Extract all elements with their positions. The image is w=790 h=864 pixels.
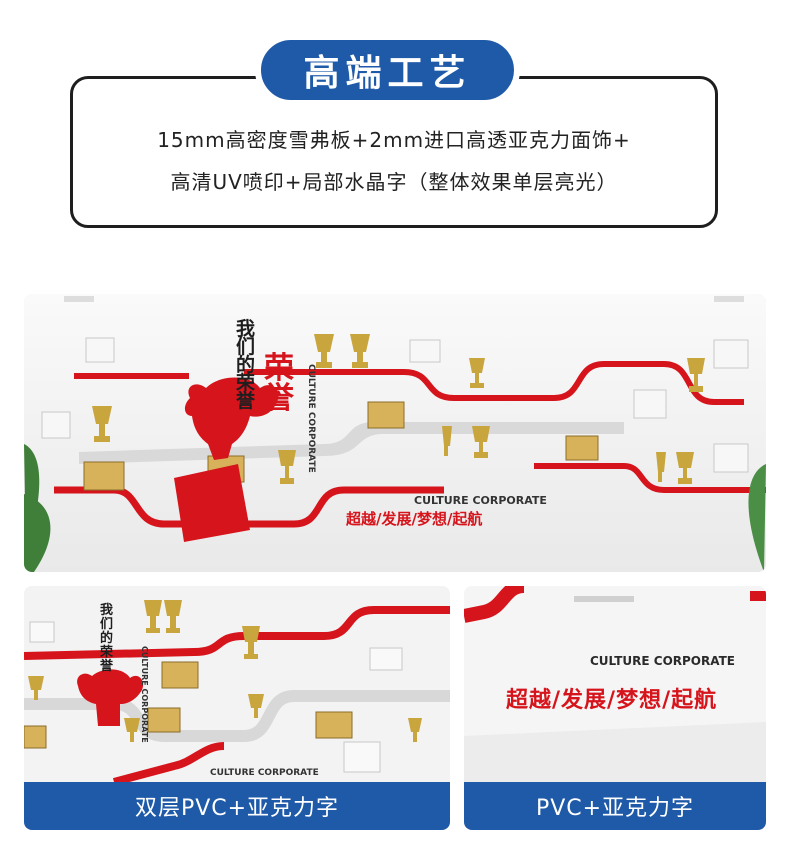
red-wave-shelf: [244, 361, 744, 405]
honor-big-characters: 荣誉: [264, 351, 294, 416]
culture-vertical: CULTURE CORPORATE: [306, 364, 316, 473]
red-trophy-base: [174, 464, 250, 542]
red-wave-shelf: [24, 606, 450, 660]
bottom-left-photo: 我们的荣誉 CULTURE CORPORATE CULTURE CORPORAT…: [24, 586, 450, 830]
bottom-right-photo: CULTURE CORPORATE 超越/发展/梦想/起航 PVC+亚克力字: [464, 586, 766, 830]
double-layer-illustration: [24, 586, 450, 782]
culture-vertical: CULTURE CORPORATE: [140, 646, 149, 743]
glass-placards: [41, 337, 749, 473]
honor-wall-illustration: [24, 294, 766, 572]
slogan: 超越/发展/梦想/起航: [346, 510, 483, 528]
spec-line-2: 高清UV喷印+局部水晶字（整体效果单层亮光）: [170, 170, 618, 194]
plant-left: [24, 444, 51, 572]
trophies: [92, 334, 705, 484]
culture-horizontal: CULTURE CORPORATE: [210, 768, 319, 778]
closeup-illustration: [464, 586, 766, 782]
culture-horizontal: CULTURE CORPORATE: [590, 654, 735, 668]
grey-shelf-band: [24, 690, 450, 742]
red-wave-shelf: [534, 463, 766, 493]
section-title: 高端工艺: [303, 53, 472, 94]
red-trophy-graphic: [184, 377, 279, 460]
slogan: 超越/发展/梦想/起航: [506, 688, 718, 713]
certificate-plaques: [24, 661, 353, 749]
headline-small: 我们的荣誉: [236, 318, 266, 412]
trophies: [28, 600, 422, 742]
culture-horizontal: CULTURE CORPORATE: [414, 494, 547, 507]
ceiling-light: [64, 296, 94, 302]
bottom-right-caption: PVC+亚克力字: [464, 782, 766, 830]
plant-right: [748, 464, 766, 572]
red-wave-shelf: [464, 586, 525, 623]
headline-small: 我们的荣誉: [100, 603, 114, 674]
section-title-badge: 高端工艺: [255, 34, 520, 106]
main-product-photo: 我们的荣誉 荣誉 CULTURE CORPORATE CULTURE CORPO…: [24, 294, 766, 572]
bottom-left-caption: 双层PVC+亚克力字: [24, 782, 450, 830]
headline-text: 我们的荣誉: [236, 318, 256, 412]
spec-line-1: 15mm高密度雪弗板+2mm进口高透亚克力面饰+: [157, 128, 631, 152]
grey-shelf: [574, 596, 634, 602]
shadow-band: [464, 722, 766, 782]
glass-placards: [29, 621, 403, 773]
red-trophy-graphic: [77, 669, 144, 726]
ceiling-light: [714, 296, 744, 302]
red-shelf: [112, 742, 225, 782]
